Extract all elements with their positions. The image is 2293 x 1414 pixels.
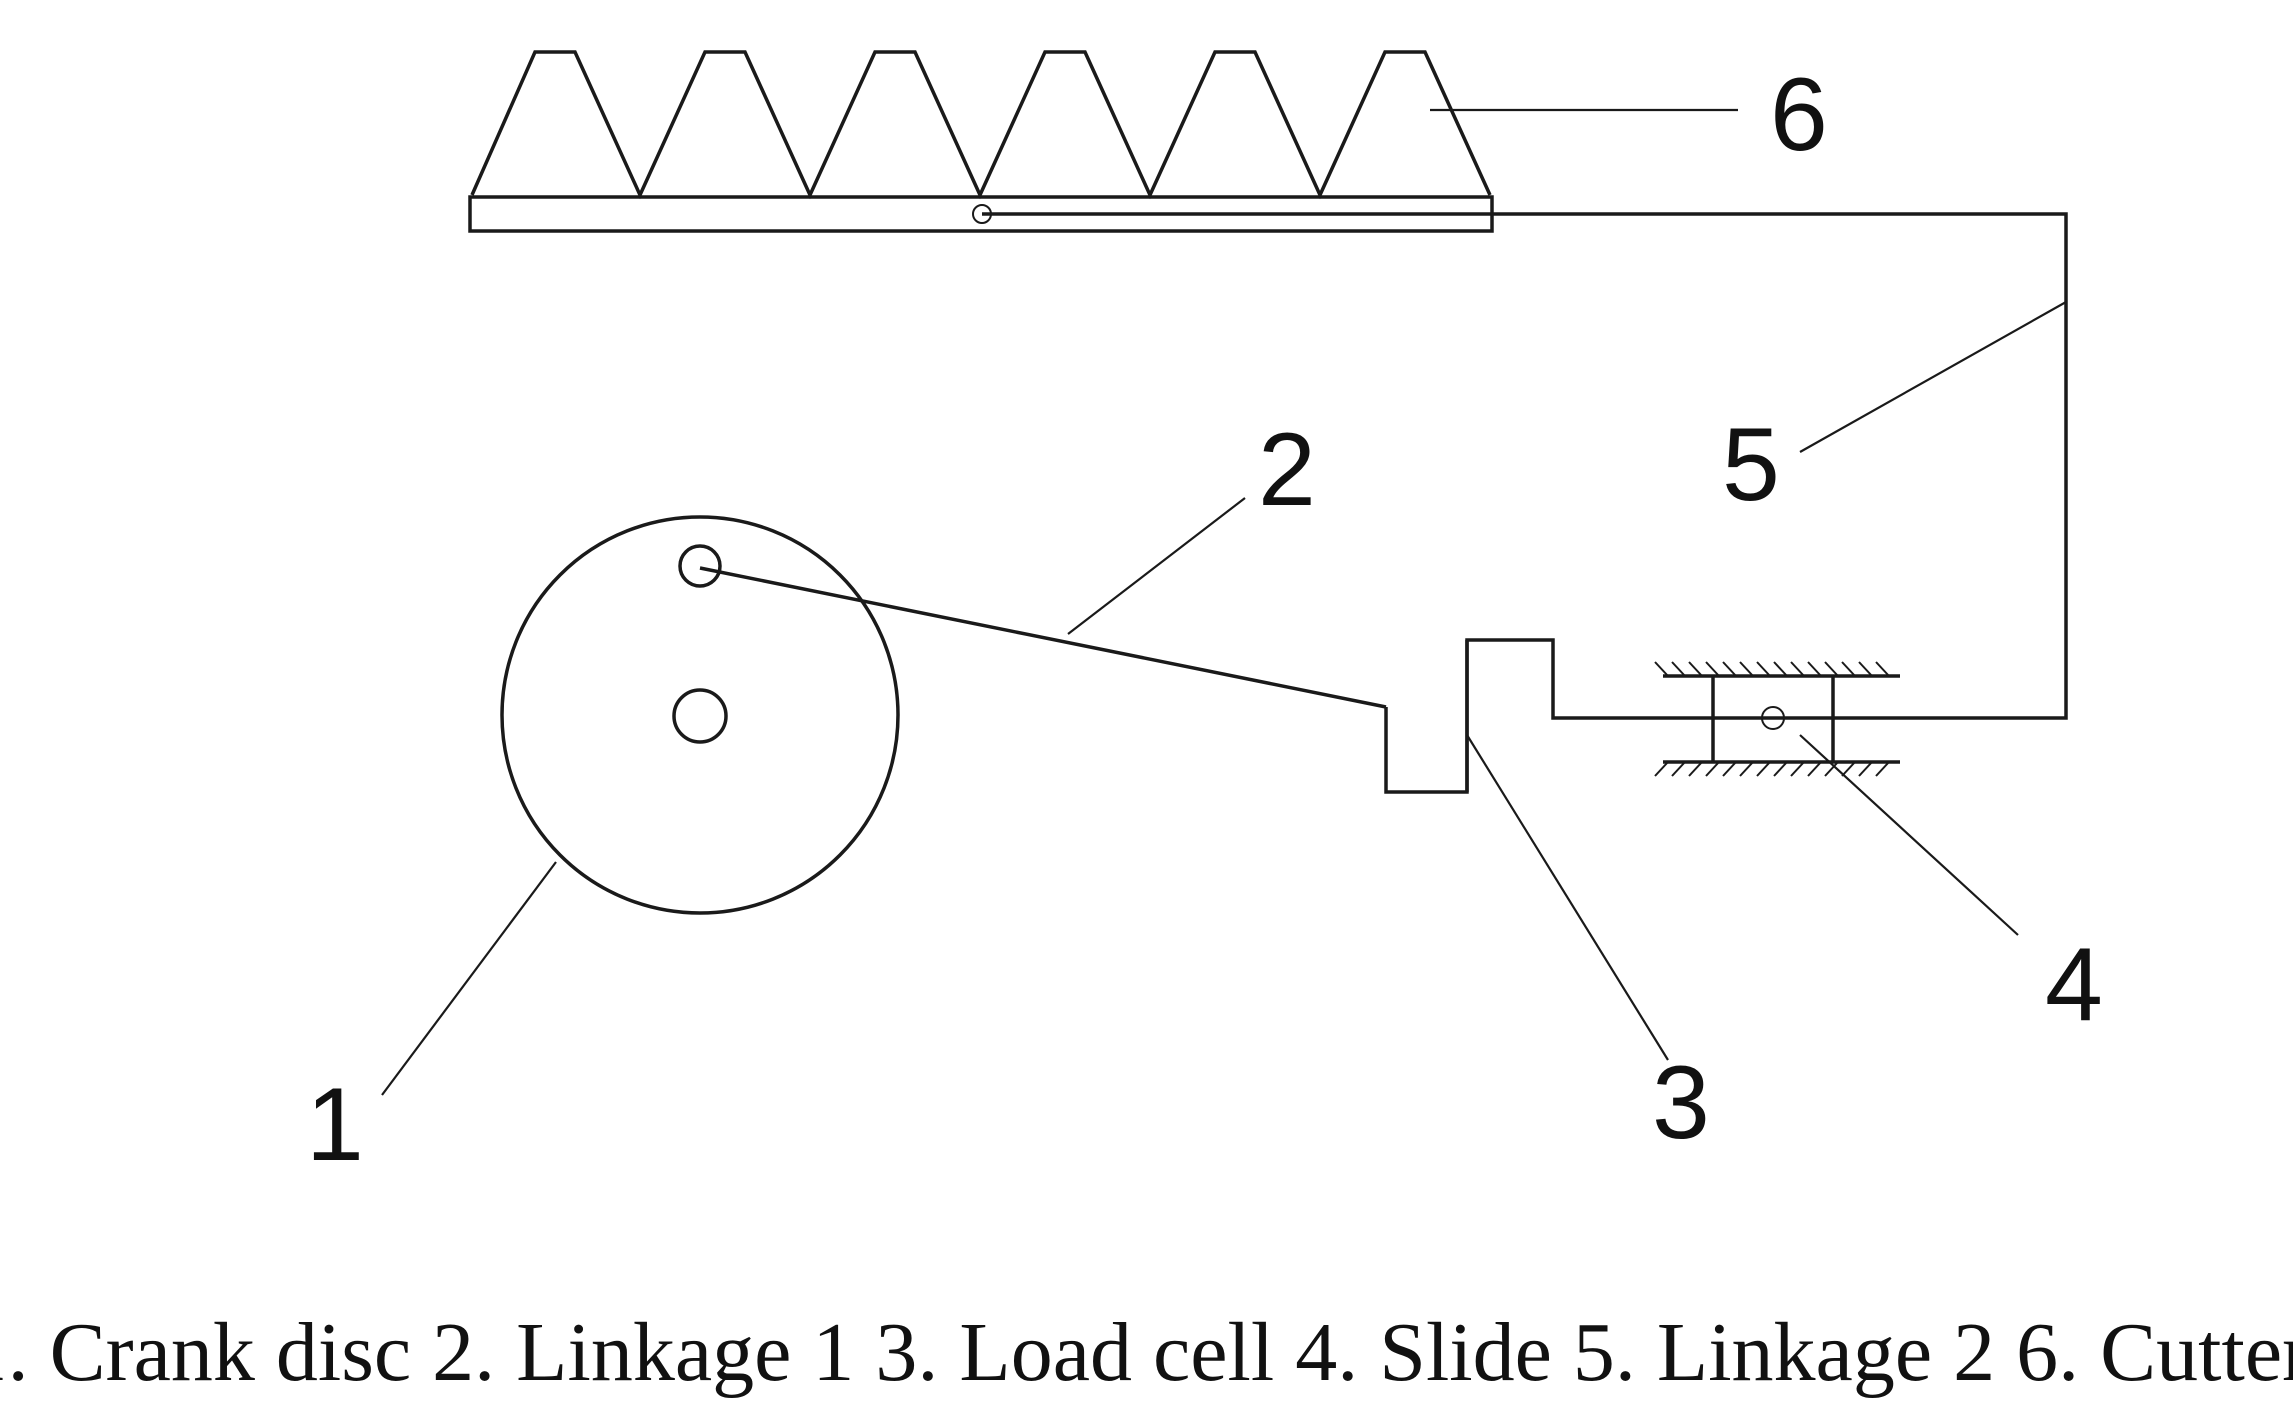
- hatch-mark: [1722, 661, 1737, 677]
- hatch-mark: [1858, 661, 1873, 677]
- slide-hatch-top: [1654, 661, 1890, 677]
- cutter-teeth: [470, 50, 1492, 200]
- leader-5: [1799, 301, 2067, 453]
- crank-pin: [678, 544, 722, 588]
- hatch-mark: [1824, 661, 1839, 677]
- hatch-mark: [1654, 661, 1669, 677]
- hatch-mark: [1858, 761, 1873, 777]
- hatch-mark: [1671, 661, 1686, 677]
- hatch-mark: [1756, 661, 1771, 677]
- hatch-mark: [1756, 761, 1771, 777]
- hatch-mark: [1705, 761, 1720, 777]
- linkage-1: [699, 566, 1387, 709]
- label-2: 2: [1258, 412, 1316, 528]
- hatch-mark: [1773, 661, 1788, 677]
- hatch-mark: [1875, 661, 1890, 677]
- label-4: 4: [2045, 927, 2103, 1043]
- hatch-mark: [1807, 761, 1822, 777]
- slide: [1654, 661, 1900, 777]
- hatch-mark: [1807, 661, 1822, 677]
- leader-lines: [381, 108, 2067, 1096]
- hatch-mark: [1722, 761, 1737, 777]
- label-1: 1: [306, 1067, 364, 1183]
- hatch-mark: [1790, 761, 1805, 777]
- figure-caption: 1. Crank disc 2. Linkage 1 3. Load cell …: [0, 1306, 2293, 1399]
- linkage-1-bar: [699, 566, 1387, 709]
- hatch-mark: [1654, 761, 1669, 777]
- hatch-mark: [1841, 761, 1856, 777]
- hatch-mark: [1688, 661, 1703, 677]
- leader-2: [1067, 497, 1246, 635]
- label-6: 6: [1770, 57, 1828, 173]
- leader-3: [1466, 734, 1669, 1061]
- crank-disc: [500, 515, 900, 915]
- leader-1: [381, 861, 557, 1096]
- hatch-mark: [1824, 761, 1839, 777]
- label-3: 3: [1652, 1045, 1710, 1161]
- cutter-pivot-joint: [972, 204, 992, 224]
- hatch-mark: [1671, 761, 1686, 777]
- hatch-mark: [1875, 761, 1890, 777]
- linkage-2: [972, 204, 2068, 794]
- hatch-mark: [1739, 761, 1754, 777]
- label-5: 5: [1722, 407, 1780, 523]
- hatch-mark: [1688, 761, 1703, 777]
- crank-disc-center-hole: [672, 688, 728, 744]
- slide-pin: [1761, 706, 1785, 730]
- hatch-mark: [1790, 661, 1805, 677]
- hatch-mark: [1739, 661, 1754, 677]
- hatch-mark: [1841, 661, 1856, 677]
- linkage-2-bar: [982, 212, 2068, 794]
- leader-4: [1799, 734, 2019, 936]
- hatch-mark: [1705, 661, 1720, 677]
- crank-disc-outline: [500, 515, 900, 915]
- slide-hatch-bottom: [1654, 761, 1890, 777]
- hatch-mark: [1773, 761, 1788, 777]
